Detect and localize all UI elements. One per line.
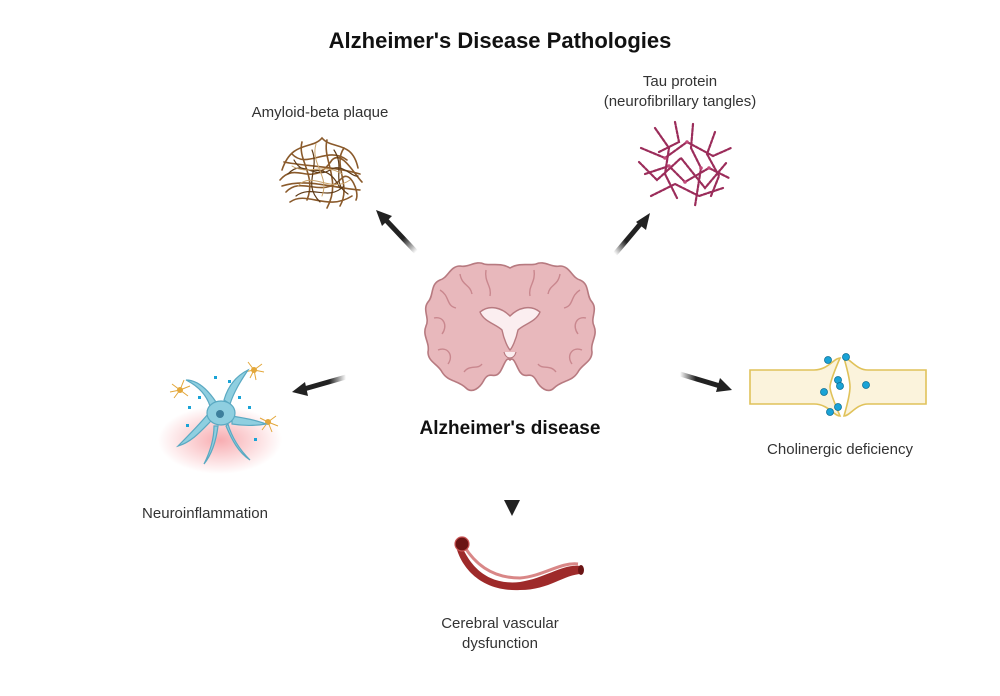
tau-protein-label: Tau protein (neurofibrillary tangles) (570, 72, 790, 112)
tau-protein-label-line2: (neurofibrillary tangles) (603, 93, 757, 110)
arrow-to-vascular (504, 462, 520, 516)
cerebral-vascular-label-line1: Cerebral vascular (441, 615, 559, 632)
amyloid-plaque-icon (279, 136, 363, 209)
synapse-icon (749, 353, 927, 417)
arrow-to-amyloid (376, 210, 418, 254)
cholinergic-deficiency-label: Cholinergic deficiency (740, 440, 940, 460)
arrow-to-tau (613, 213, 650, 256)
tau-protein-label-line1: Tau protein (642, 73, 718, 90)
diagram-title: Alzheimer's Disease Pathologies (328, 28, 672, 53)
amyloid-beta-label-text: Amyloid-beta plaque (251, 104, 389, 121)
neuroinflammation-label-text: Neuroinflammation (142, 505, 268, 522)
neuroinflammation-label: Neuroinflammation (110, 504, 300, 524)
brain-coronal-section-icon (424, 262, 596, 392)
alzheimers-disease-label: Alzheimer's disease (419, 418, 601, 439)
cerebral-vascular-label-line2: dysfunction (462, 635, 538, 652)
blood-vessel-icon (454, 536, 584, 591)
tau-tangles-icon (637, 120, 733, 208)
arrow-to-cholinergic (679, 371, 732, 392)
arrow-to-neuroinflammation (292, 374, 347, 396)
cholinergic-deficiency-label-text: Cholinergic deficiency (767, 441, 913, 458)
cerebral-vascular-label: Cerebral vascular dysfunction (400, 614, 600, 654)
glial-cell-icon (158, 361, 282, 474)
amyloid-beta-label: Amyloid-beta plaque (220, 103, 420, 123)
